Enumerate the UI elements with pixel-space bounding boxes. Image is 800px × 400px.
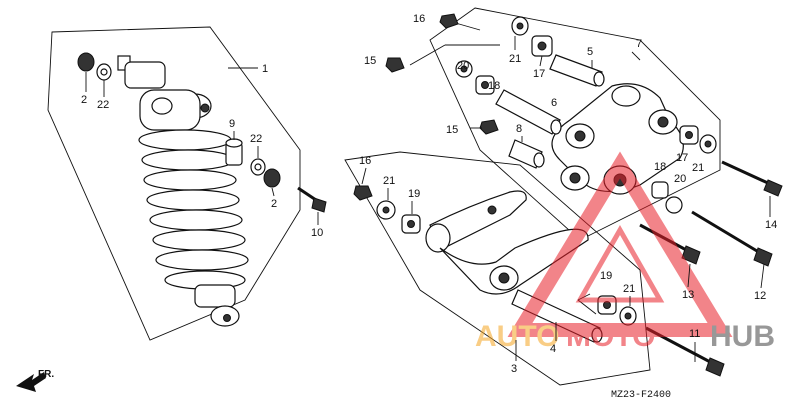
- callout-5: 5: [587, 46, 593, 58]
- callout-15-mid: 15: [446, 124, 458, 136]
- shock-adjuster: [151, 97, 173, 115]
- callout-22-right: 22: [250, 133, 262, 145]
- callout-21-top: 21: [509, 53, 521, 65]
- callout-13: 13: [682, 289, 694, 301]
- nut-16-top: [439, 13, 459, 29]
- callout-19-lower: 19: [408, 188, 420, 200]
- callout-11: 11: [689, 328, 700, 340]
- shock-eye-hole: [200, 103, 210, 113]
- watermark: AUTO MOTO HUB: [475, 151, 775, 353]
- callout-18-top: 18: [488, 80, 500, 92]
- callout-6: 6: [551, 97, 557, 109]
- nut-16-lower: [353, 185, 373, 201]
- callout-21-right: 21: [692, 162, 704, 174]
- bolt-14: [721, 160, 783, 197]
- watermark-brand-auto: AUTO: [475, 320, 559, 353]
- dust-seal-2-top: [77, 52, 95, 72]
- callout-15-top: 15: [364, 55, 376, 67]
- callout-20-mid: 20: [674, 173, 686, 185]
- callout-19-right: 19: [600, 270, 612, 282]
- callout-8: 8: [516, 123, 522, 135]
- leader-lines: [85, 36, 771, 362]
- callout-12: 12: [754, 290, 766, 302]
- shock-spring: [138, 129, 249, 290]
- callout-16-top: 16: [413, 13, 425, 25]
- callout-21-right-lower: 21: [623, 283, 635, 295]
- nut-15-mid: [479, 119, 499, 135]
- callout-7: 7: [636, 38, 642, 50]
- front-direction-indicator: FR.: [16, 369, 54, 392]
- leader-15a: [409, 44, 446, 66]
- front-arrow-icon: [16, 372, 46, 392]
- callout-20-top: 20: [457, 60, 469, 72]
- front-label: FR.: [38, 369, 54, 380]
- bolt-12: [691, 210, 773, 267]
- collar-8: [508, 139, 545, 169]
- callout-10: 10: [311, 227, 323, 239]
- bolt-10: [297, 186, 327, 213]
- link-group: [344, 151, 773, 386]
- nut-15-top: [385, 57, 405, 73]
- callout-21-lower: 21: [383, 175, 395, 187]
- callout-18-mid: 18: [654, 161, 666, 173]
- watermark-brand-moto: MOTO: [566, 320, 655, 353]
- bearing-18-mid: [651, 181, 669, 199]
- shock-lower-eye-hole: [223, 314, 231, 322]
- dust-seal-2-right: [263, 168, 281, 188]
- callout-2-right: 2: [271, 198, 277, 210]
- callout-17-right: 17: [676, 152, 688, 164]
- seal-20-mid: [665, 196, 683, 214]
- shock-absorber-group: [47, 26, 327, 341]
- diagram-code: MZ23-F2400: [611, 390, 671, 400]
- callout-4: 4: [550, 343, 556, 355]
- callout-3: 3: [511, 363, 517, 375]
- watermark-brand-hub: HUB: [710, 320, 775, 353]
- callouts: 1 2 22 9 22 2 10 16 21 17 5 7 15 20 18 6…: [81, 13, 777, 375]
- link-plate-3: [425, 190, 589, 295]
- watermark-triangle-icon: [507, 151, 733, 337]
- collar-5: [549, 54, 605, 87]
- callout-16-lower: 16: [359, 155, 371, 167]
- callout-17-top: 17: [533, 68, 545, 80]
- shock-lower-body: [194, 284, 236, 308]
- shock-top-mount: [124, 61, 166, 89]
- callout-9: 9: [229, 118, 235, 130]
- leader-7: [631, 51, 641, 61]
- shock-absorber: [117, 55, 249, 327]
- group-outline-shock: [47, 26, 301, 341]
- collar-6: [495, 89, 562, 135]
- callout-14: 14: [765, 219, 777, 231]
- callout-1: 1: [262, 63, 268, 75]
- callout-22-top: 22: [97, 99, 109, 111]
- group-outline-link: [344, 151, 651, 386]
- callout-2-top: 2: [81, 94, 87, 106]
